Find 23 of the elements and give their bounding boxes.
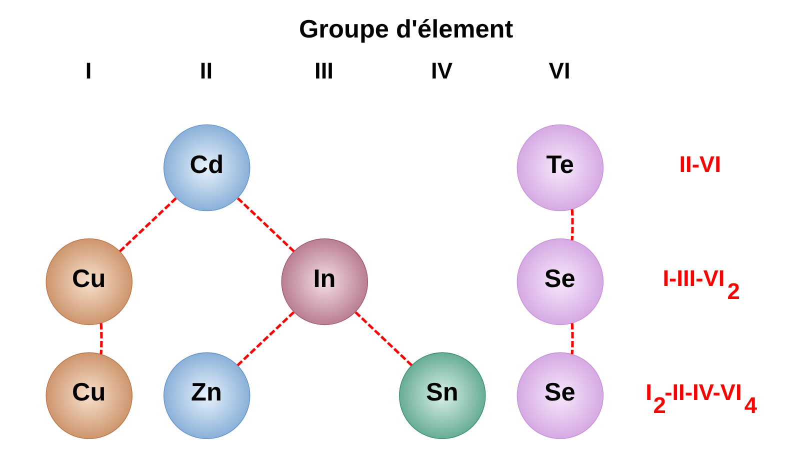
label: VI — [548, 57, 570, 84]
label: IV — [430, 57, 452, 84]
label: II-VI — [678, 151, 720, 178]
node-circle: Se — [516, 352, 604, 440]
connector — [570, 323, 574, 354]
node-circle: Se — [516, 238, 604, 326]
connector — [118, 197, 176, 252]
connector — [236, 311, 294, 366]
node-circle: Sn — [398, 352, 486, 440]
node-circle: In — [280, 238, 368, 326]
diagram-title: Groupe d'élement — [298, 15, 513, 44]
connector — [570, 209, 574, 240]
label: II — [199, 57, 212, 84]
node-circle: Cu — [45, 352, 132, 440]
node-circle: Zn — [163, 352, 250, 440]
label: III — [314, 57, 334, 84]
connector — [354, 311, 412, 366]
node-circle: Te — [516, 124, 604, 212]
node-circle: Cu — [45, 238, 132, 326]
connector — [99, 323, 102, 354]
node-circle: Cd — [163, 124, 250, 212]
label: I — [84, 57, 92, 84]
connector — [236, 197, 294, 252]
